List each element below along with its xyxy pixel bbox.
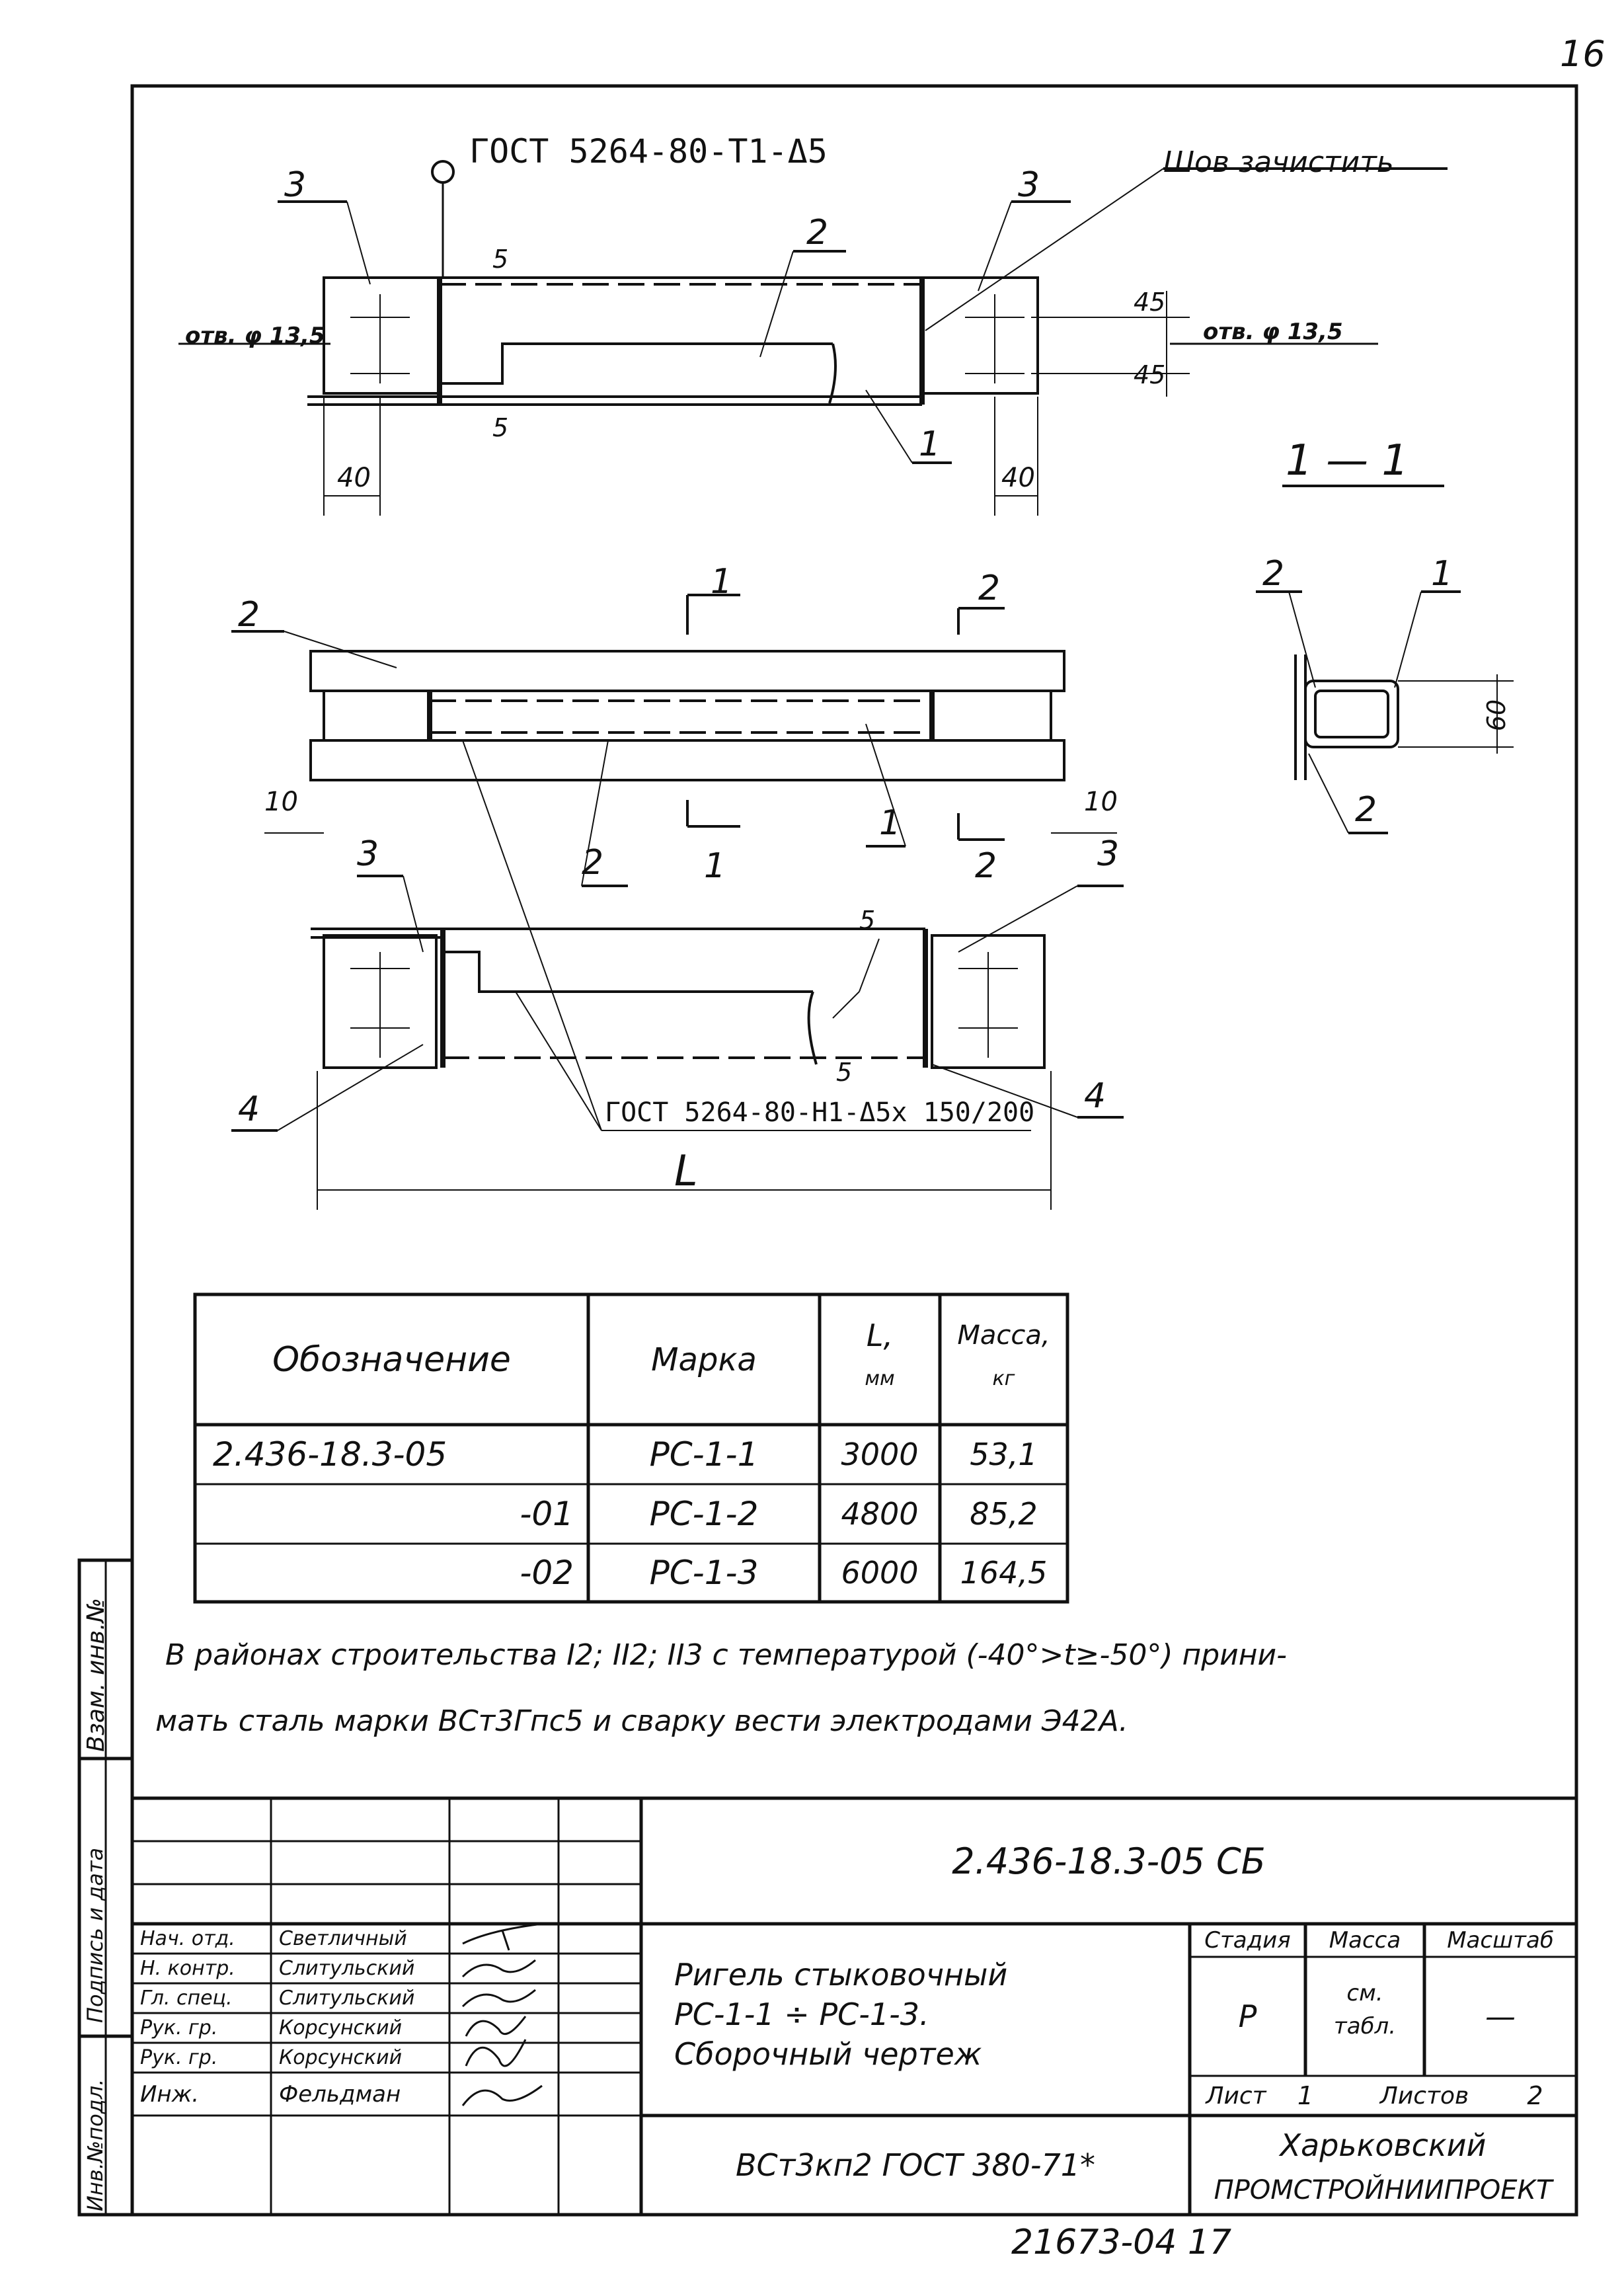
title-block-grid: [132, 1796, 1576, 2215]
mass-value-line-2: табл.: [1333, 2013, 1397, 2039]
table-row-3-mass: 164,5: [960, 1555, 1048, 1591]
stage-label: Стадия: [1204, 1927, 1291, 1954]
scale-label: Масштаб: [1447, 1927, 1554, 1954]
table-row-3-length: 6000: [841, 1555, 919, 1591]
table-header-length: L,: [866, 1318, 894, 1353]
table-row-2-length: 4800: [841, 1496, 919, 1532]
table-header-mark: Марка: [651, 1341, 757, 1378]
table-row-1-length: 3000: [841, 1437, 919, 1472]
person-role: Гл. спец.: [140, 1987, 233, 2010]
dim-5-bottom-b: 5: [836, 1058, 853, 1087]
person-role: Рук. гр.: [140, 2046, 218, 2069]
table-row-3-mark: РС-1-3: [649, 1554, 759, 1592]
sheets-label: Листов: [1379, 2082, 1469, 2110]
org-line-1: Харьковский: [1280, 2127, 1487, 2163]
person-name: Слитульский: [279, 1987, 415, 2010]
table-header-mass-unit: кг: [992, 1366, 1015, 1390]
note-line-2: мать сталь марки ВСт3Гпс5 и сварку вести…: [155, 1704, 1128, 1738]
callout-2-mid-b: 2: [582, 843, 604, 883]
dim-5-bottom-a: 5: [859, 906, 876, 935]
person-name: Корсунский: [279, 2046, 403, 2069]
stage-value: Р: [1238, 1999, 1257, 2034]
dim-40-left: 40: [337, 463, 371, 493]
dim-45-lower: 45: [1134, 360, 1166, 389]
person-role: Рук. гр.: [140, 2016, 218, 2039]
top-weld-reference: ГОСТ 5264-80-Т1-Δ5: [469, 132, 828, 171]
title-line-3: Сборочный чертеж: [674, 2036, 982, 2072]
weld-clean-note: Шов зачистить: [1163, 145, 1394, 179]
table-row-2-mass: 85,2: [970, 1496, 1038, 1532]
org-line-2: ПРОМСТРОЙНИИПРОЕКТ: [1214, 2174, 1553, 2205]
dim-5-top: 5: [492, 245, 509, 274]
person-role: Нач. отд.: [140, 1927, 235, 1950]
dim-45-upper: 45: [1134, 288, 1166, 317]
dim-40-right: 40: [1001, 463, 1035, 493]
person-name: Корсунский: [279, 2016, 403, 2039]
title-doc-code: 2.436-18.3-05 СБ: [952, 1840, 1266, 1882]
bottom-elevation-view: [231, 740, 1124, 1210]
table-header-mass: Масса,: [957, 1320, 1050, 1351]
mass-label: Масса: [1329, 1927, 1401, 1954]
callout-2-top: 2: [806, 213, 829, 253]
section-view: [1256, 485, 1514, 834]
section-mark-1-top: 1: [711, 562, 733, 602]
hole-label-right: отв. φ 13,5: [1203, 319, 1343, 345]
table-row-3-designation: -02: [520, 1554, 574, 1592]
title-line-2: РС-1-1 ÷ РС-1-3.: [674, 1997, 929, 2032]
section-mark-1-bottom: 1: [704, 846, 726, 886]
bottom-weld-reference: ГОСТ 5264-80-Н1-Δ5х 150/200: [605, 1097, 1035, 1128]
stamp-sign-date: Подпись и дата: [83, 1847, 108, 2023]
callout-3-bottom-right: 3: [1097, 834, 1120, 874]
note-line-1: В районах строительства I2; II2; II3 с т…: [165, 1638, 1288, 1672]
table-row-1-mass: 53,1: [970, 1437, 1038, 1472]
section-mark-2-top: 2: [978, 569, 1001, 608]
callout-1-top: 1: [919, 424, 941, 464]
mass-value-line-1: см.: [1346, 1980, 1383, 2006]
person-role: Инж.: [140, 2080, 200, 2108]
dim-length-L: L: [674, 1147, 698, 1196]
table-row-2-mark: РС-1-2: [649, 1495, 759, 1533]
section-label-2-top: 2: [1262, 554, 1285, 594]
callout-2-mid: 2: [238, 595, 260, 635]
dim-5-bottom: 5: [492, 413, 509, 442]
stamp-inv-exchange: Взам. инв.№: [83, 1598, 110, 1752]
plan-view: [231, 594, 1117, 887]
sheet-label: Лист: [1206, 2082, 1266, 2110]
material-spec: ВСт3кп2 ГОСТ 380-71*: [735, 2147, 1096, 2183]
person-role: Н. контр.: [140, 1957, 235, 1980]
section-label-1: 1: [1431, 554, 1453, 594]
top-elevation-view: [178, 160, 1448, 516]
table-row-1-designation: 2.436-18.3-05: [213, 1435, 447, 1474]
scale-value: —: [1485, 1999, 1516, 2034]
spec-table-grid: [193, 1292, 1069, 1604]
title-line-1: Ригель стыковочный: [674, 1957, 1008, 1993]
callout-4-bottom-right: 4: [1084, 1076, 1106, 1116]
person-name: Слитульский: [279, 1957, 415, 1980]
table-header-designation: Обозначение: [272, 1339, 511, 1380]
sheet-value: 1: [1297, 2081, 1314, 2110]
table-row-2-designation: -01: [520, 1495, 574, 1533]
callout-3-bottom-left: 3: [357, 834, 379, 874]
stamp-inv-original: Инв.№подл.: [83, 2078, 108, 2211]
dim-10-right: 10: [1084, 787, 1118, 817]
hole-label-left: отв. φ 13,5: [185, 323, 325, 349]
section-label-2-bottom: 2: [1355, 790, 1377, 830]
section-title: 1 — 1: [1286, 436, 1409, 485]
callout-3-top-left: 3: [284, 165, 307, 205]
callout-1-mid: 1: [879, 803, 902, 843]
sheets-value: 2: [1527, 2081, 1543, 2110]
callout-4-bottom-left: 4: [238, 1089, 260, 1129]
section-mark-2-bottom: 2: [975, 846, 997, 886]
table-header-length-unit: мм: [865, 1366, 895, 1390]
sheet-corner-number: 16: [1560, 33, 1605, 75]
sheet-frame: [130, 84, 1578, 2217]
person-name: Светличный: [279, 1927, 407, 1950]
person-name: Фельдман: [279, 2080, 401, 2108]
callout-3-top-right: 3: [1018, 165, 1040, 205]
dim-10-left: 10: [264, 787, 298, 817]
bottom-code: 21673-04 17: [1011, 2223, 1232, 2262]
table-row-1-mark: РС-1-1: [649, 1435, 759, 1474]
dim-60: 60: [1482, 699, 1512, 732]
